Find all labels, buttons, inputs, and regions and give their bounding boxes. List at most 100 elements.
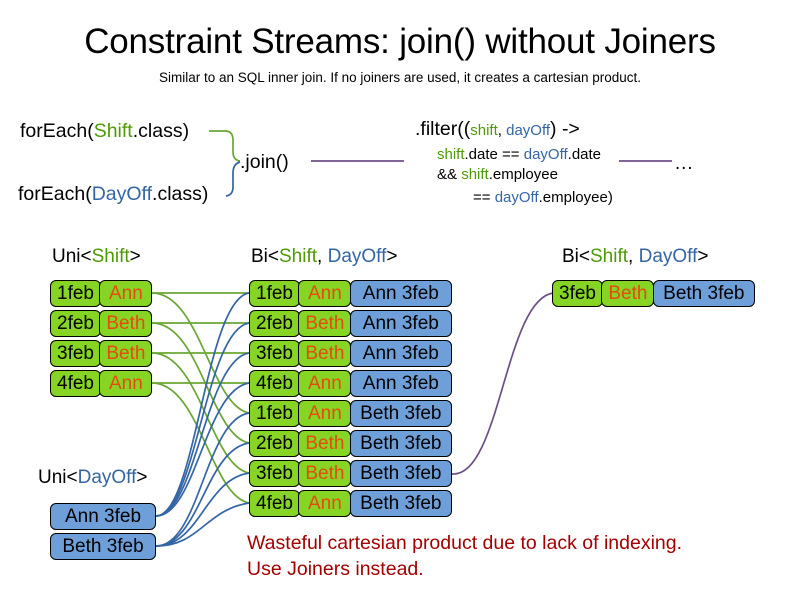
product-date: 3feb xyxy=(249,460,300,487)
product-name: Beth xyxy=(298,340,352,367)
filter-l2-mid: .date == xyxy=(464,146,524,163)
wire-dayoff-2-r6 xyxy=(155,442,250,547)
result-name: Beth xyxy=(601,280,655,307)
code-filter-line4: == dayOff.employee) xyxy=(473,189,613,206)
bi-mid-pre: Bi< xyxy=(251,246,279,267)
shift-name: Beth xyxy=(99,340,153,367)
filter-prefix: .filter(( xyxy=(415,118,471,140)
filter-l3-shift: shift xyxy=(461,166,489,183)
product-date: 4feb xyxy=(249,370,300,397)
dayoff-row[interactable]: Beth 3feb xyxy=(50,533,156,560)
shift-name: Beth xyxy=(99,310,153,337)
product-row[interactable]: 3feb Beth Ann 3feb xyxy=(249,340,452,367)
warning-note: Wasteful cartesian product due to lack o… xyxy=(247,531,682,583)
product-name: Ann xyxy=(298,400,352,427)
column-header-bi-right: Bi<Shift, DayOff> xyxy=(562,246,708,268)
shift-date: 3feb xyxy=(50,340,101,367)
code-ellipsis: … xyxy=(674,152,694,174)
bi-mid-type1: Shift xyxy=(279,246,318,267)
wire-dayoff-to-join xyxy=(225,161,241,197)
wire-dayoff-2-r7 xyxy=(155,472,250,547)
wire-dayoff-1-r1 xyxy=(155,292,250,517)
product-name: Ann xyxy=(298,490,352,517)
product-dayoff: Beth 3feb xyxy=(349,460,452,487)
product-name: Beth xyxy=(298,430,352,457)
product-row[interactable]: 1feb Ann Beth 3feb xyxy=(249,400,452,427)
result-date: 3feb xyxy=(552,280,603,307)
bi-right-type2: DayOff xyxy=(638,246,698,267)
foreach-shift-suffix: .class) xyxy=(132,120,190,142)
uni-shift-type: Shift xyxy=(91,246,130,267)
product-date: 1feb xyxy=(249,400,300,427)
foreach-dayoff-suffix: .class) xyxy=(152,183,209,205)
dayoff-row[interactable]: Ann 3feb xyxy=(50,503,156,530)
shift-row[interactable]: 2feb Beth xyxy=(50,310,153,337)
product-row[interactable]: 4feb Ann Ann 3feb xyxy=(249,370,452,397)
filter-l4-prefix: == xyxy=(473,189,495,206)
result-dayoff: Beth 3feb xyxy=(652,280,755,307)
product-date: 2feb xyxy=(249,310,300,337)
product-row[interactable]: 3feb Beth Beth 3feb xyxy=(249,460,452,487)
foreach-shift-type: Shift xyxy=(93,120,133,142)
shift-name: Ann xyxy=(99,280,153,307)
code-foreach-dayoff: forEach(DayOff.class) xyxy=(18,183,208,206)
product-dayoff: Beth 3feb xyxy=(349,490,452,517)
foreach-shift-prefix: forEach( xyxy=(20,120,94,142)
page-subtitle: Similar to an SQL inner join. If no join… xyxy=(159,70,641,85)
product-row[interactable]: 2feb Beth Ann 3feb xyxy=(249,310,452,337)
product-dayoff: Beth 3feb xyxy=(349,430,452,457)
product-date: 3feb xyxy=(249,340,300,367)
uni-shift-post: > xyxy=(129,246,141,267)
page-title: Constraint Streams: join() without Joine… xyxy=(84,22,716,61)
product-date: 1feb xyxy=(249,280,300,307)
column-header-uni-shift: Uni<Shift> xyxy=(52,246,141,268)
bi-mid-comma: , xyxy=(317,246,328,267)
filter-param-shift: shift xyxy=(470,122,498,139)
warning-line-2: Use Joiners instead. xyxy=(247,557,424,580)
code-filter-line1: .filter((shift, dayOff) -> xyxy=(415,118,580,141)
product-row[interactable]: 2feb Beth Beth 3feb xyxy=(249,430,452,457)
shift-row[interactable]: 3feb Beth xyxy=(50,340,153,367)
uni-dayoff-type: DayOff xyxy=(77,467,137,488)
product-row[interactable]: 4feb Ann Beth 3feb xyxy=(249,490,452,517)
code-join: .join() xyxy=(240,151,289,173)
result-row[interactable]: 3feb Beth Beth 3feb xyxy=(552,280,755,307)
product-name: Beth xyxy=(298,460,352,487)
wire-shift-4-b xyxy=(151,382,250,504)
filter-arrow: ) -> xyxy=(550,118,580,140)
code-foreach-shift: forEach(Shift.class) xyxy=(20,120,189,143)
foreach-dayoff-type: DayOff xyxy=(91,183,153,205)
shift-row[interactable]: 1feb Ann xyxy=(50,280,153,307)
wire-dayoff-1-r4 xyxy=(155,382,250,517)
filter-l2-end: .date xyxy=(567,146,602,163)
dayoff-label: Ann 3feb xyxy=(50,503,156,530)
code-filter-line3: && shift.employee xyxy=(437,166,558,183)
dayoff-label: Beth 3feb xyxy=(50,533,156,560)
bi-right-pre: Bi< xyxy=(562,246,590,267)
wire-shift-to-join xyxy=(209,130,241,162)
filter-param-comma: , xyxy=(497,122,507,139)
wire-dayoff-1-r2 xyxy=(155,322,250,517)
product-name: Ann xyxy=(298,280,352,307)
product-dayoff: Ann 3feb xyxy=(349,370,452,397)
code-filter-line2: shift.date == dayOff.date xyxy=(437,146,601,163)
wire-shift-3-b xyxy=(151,352,250,474)
wire-product-to-result xyxy=(451,292,554,475)
product-name: Beth xyxy=(298,310,352,337)
product-date: 4feb xyxy=(249,490,300,517)
bi-mid-post: > xyxy=(386,246,398,267)
product-dayoff: Ann 3feb xyxy=(349,280,452,307)
shift-date: 4feb xyxy=(50,370,101,397)
wire-dayoff-2-r5 xyxy=(155,412,250,547)
filter-param-dayoff: dayOff xyxy=(506,122,551,139)
bi-right-post: > xyxy=(697,246,709,267)
wire-dayoff-1-r3 xyxy=(155,352,250,517)
bi-mid-type2: DayOff xyxy=(327,246,387,267)
shift-name: Ann xyxy=(99,370,153,397)
product-row[interactable]: 1feb Ann Ann 3feb xyxy=(249,280,452,307)
uni-shift-pre: Uni< xyxy=(52,246,92,267)
shift-row[interactable]: 4feb Ann xyxy=(50,370,153,397)
filter-l2-shift: shift xyxy=(437,146,465,163)
product-name: Ann xyxy=(298,370,352,397)
